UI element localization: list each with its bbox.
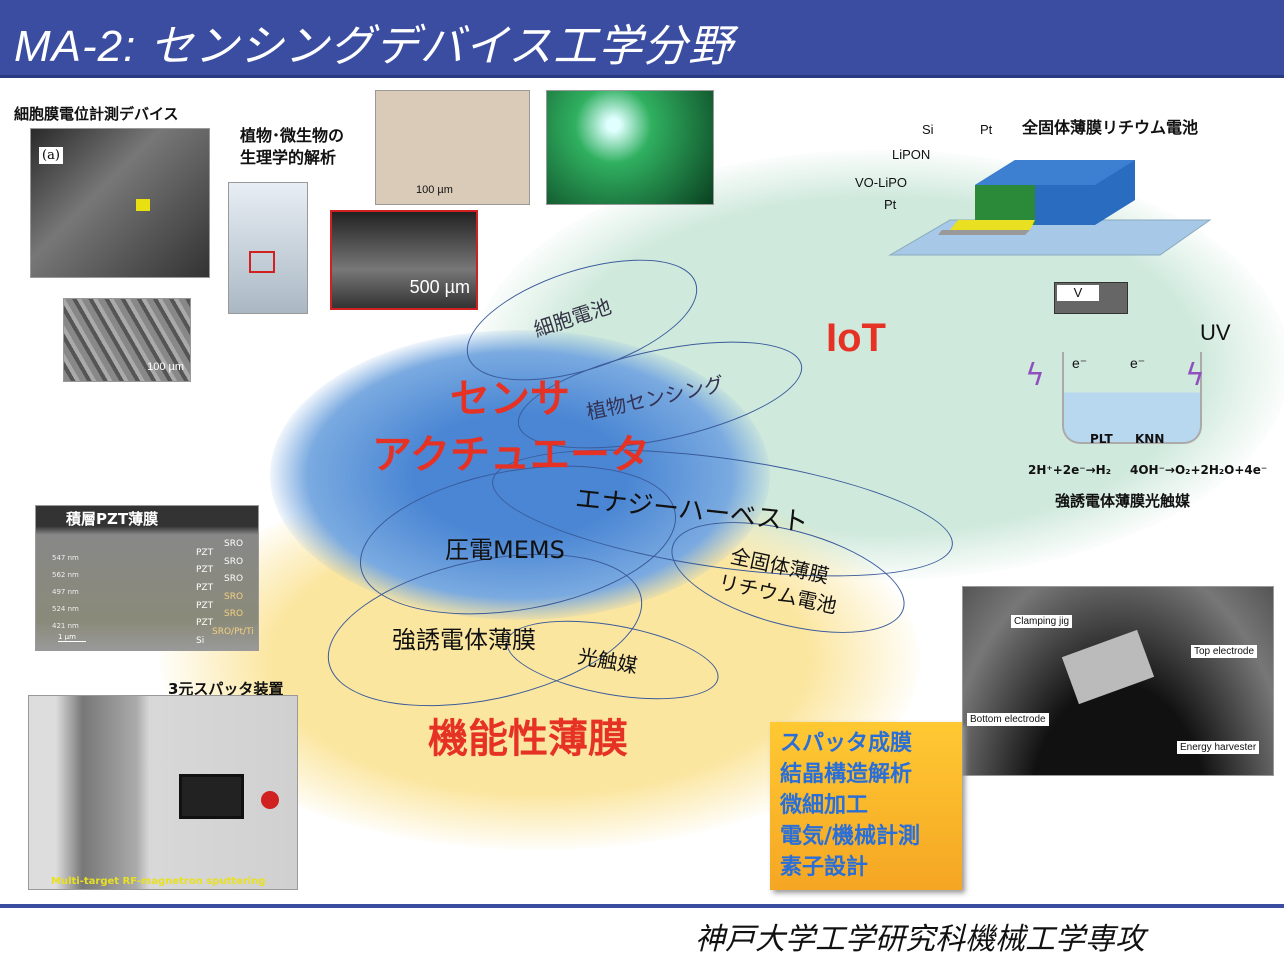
reaction-eq: 4OH⁻→O₂+2H₂O+4e⁻ xyxy=(1130,463,1268,477)
plant-label-2: 生理学的解析 xyxy=(240,148,337,167)
topic-ferro-film: 強誘電体薄膜 xyxy=(392,626,536,654)
sputter-caption: Multi-target RF-magnetron sputtering xyxy=(51,876,266,887)
scale-bar-label: 100 µm xyxy=(147,361,184,373)
pzt-label: 積層PZT薄膜 xyxy=(66,510,159,528)
skill-item: 結晶構造解析 xyxy=(780,762,913,787)
page-title: MA-2: センシングデバイス工学分野 xyxy=(14,22,734,71)
plant-chip-photo xyxy=(228,182,308,314)
layer-label: Pt xyxy=(884,197,897,212)
figure-tag: (a) xyxy=(39,147,63,164)
photocatalyst-label: 強誘電体薄膜光触媒 xyxy=(1055,492,1191,510)
sputter-label: 3元スパッタ装置 xyxy=(168,680,284,698)
voltmeter: V xyxy=(1054,282,1128,314)
reaction-eq: 2H⁺+2e⁻→H₂ xyxy=(1028,463,1111,477)
cell-device-photo: (a) xyxy=(30,128,210,278)
callout-label: Bottom electrode xyxy=(967,713,1049,726)
electrode-label: KNN xyxy=(1135,432,1165,446)
skill-item: 素子設計 xyxy=(780,855,869,880)
topic-mems: 圧電MEMS xyxy=(445,536,565,564)
title-bar xyxy=(0,0,1284,78)
battery-label: 全固体薄膜リチウム電池 xyxy=(1022,118,1199,137)
footer-affiliation: 神戸大学工学研究科機械工学専攻 xyxy=(695,922,1145,957)
uv-bolt-icon-right: ϟ xyxy=(1185,358,1205,393)
beaker xyxy=(1062,352,1202,444)
sputter-photo: Multi-target RF-magnetron sputtering xyxy=(28,695,298,890)
cell-micro-photo: 100 µm xyxy=(63,298,191,382)
harvester-photo: Clamping jig Top electrode Bottom electr… xyxy=(962,586,1274,776)
electron-label: e⁻ xyxy=(1130,355,1146,371)
layer-label: Si xyxy=(922,122,934,137)
film-label: 機能性薄膜 xyxy=(428,716,628,762)
skill-item: スパッタ成膜 xyxy=(780,731,913,756)
callout-label: Clamping jig xyxy=(1011,615,1073,628)
layer-label: Pt xyxy=(980,122,993,137)
scale-bar-label: 1 µm xyxy=(58,633,86,642)
iot-label: IoT xyxy=(826,316,886,360)
electron-label: e⁻ xyxy=(1072,355,1088,371)
plant-label-1: 植物･微生物の xyxy=(240,126,345,145)
cell-device-label: 細胞膜電位計測デバイス xyxy=(14,105,179,123)
layer-label: VO-LiPO xyxy=(855,175,908,190)
microbe-photo: 100 µm xyxy=(375,90,530,205)
scale-bar-label: 100 µm xyxy=(416,184,453,196)
battery-diagram xyxy=(888,160,1212,256)
skill-item: 電気/機械計測 xyxy=(780,824,921,849)
layer-label: LiPON xyxy=(892,147,931,162)
uv-bolt-icon-left: ϟ xyxy=(1025,358,1045,393)
skill-item: 微細加工 xyxy=(780,793,869,818)
voltmeter-label: V xyxy=(1057,285,1099,301)
plant-micro-photo: 500 µm xyxy=(330,210,478,310)
footer-divider xyxy=(0,904,1284,908)
electrode-label: PLT xyxy=(1090,432,1113,446)
actuator-label: アクチュエータ xyxy=(372,432,650,478)
sensor-label: センサ xyxy=(450,376,570,422)
scale-bar-label: 500 µm xyxy=(409,277,470,297)
sensor-region xyxy=(270,330,770,620)
green-light-photo xyxy=(546,90,714,205)
skills-box: スパッタ成膜 結晶構造解析 微細加工 電気/機械計測 素子設計 xyxy=(770,722,962,890)
callout-label: Energy harvester xyxy=(1177,741,1260,754)
uv-label: UV xyxy=(1200,320,1231,345)
callout-label: Top electrode xyxy=(1191,645,1258,658)
